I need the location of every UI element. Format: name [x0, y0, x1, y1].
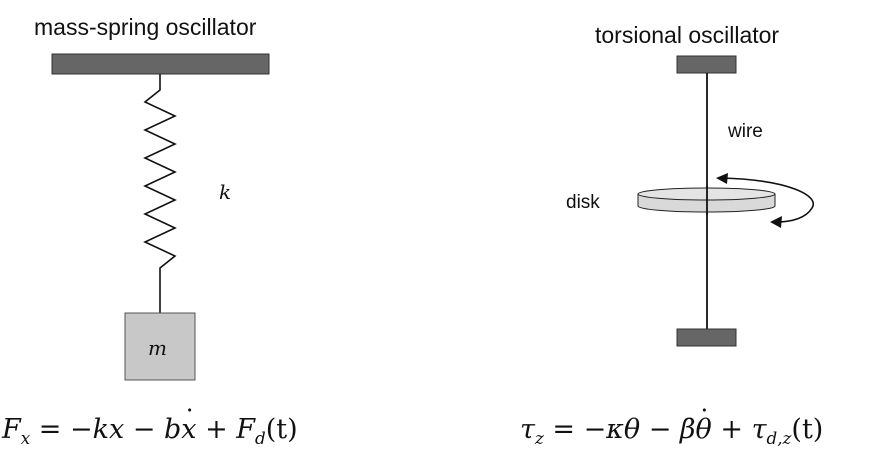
mass-block [124, 312, 196, 381]
bottom-clamp [676, 328, 737, 347]
spring [143, 74, 177, 313]
eq-term2-arg: (t) [265, 414, 298, 445]
torsional-equation: τz = −κθ − βθ + τd,z(t) [520, 414, 823, 448]
torsional-title: torsional oscillator [595, 22, 780, 48]
top-clamp [676, 55, 737, 74]
eq-lhs: F [2, 414, 21, 445]
teq-term2-sub: d,z [766, 427, 792, 448]
wire-label: wire [728, 121, 763, 142]
eq-term2: + F [196, 414, 256, 445]
teq-term2-arg: (t) [791, 414, 824, 445]
eq-sign: = [30, 414, 70, 445]
teq-sign: = [543, 414, 584, 445]
mass-label: m [148, 336, 167, 360]
rotation-arrowhead-top [716, 173, 728, 184]
teq-lhs: τ [520, 414, 535, 445]
teq-term1: −κθ − β [583, 414, 696, 445]
rotation-arrow [721, 177, 815, 223]
rotation-arrowhead-bottom [770, 216, 782, 228]
teq-term2: + τ [711, 414, 767, 445]
eq-dot-var: x [181, 414, 196, 445]
mass-spring-equation: Fx = −kx − bx + Fd(t) [2, 414, 298, 448]
mass-spring-title: mass-spring oscillator [34, 14, 257, 40]
eq-term1: −kx − b [69, 414, 182, 445]
disk-label: disk [566, 192, 600, 213]
teq-lhs-sub: z [534, 427, 544, 448]
ceiling-support [51, 53, 270, 75]
eq-lhs-sub: x [20, 427, 31, 448]
teq-dot-var: θ [696, 414, 712, 445]
spring-constant-label: k [219, 180, 232, 204]
eq-term2-sub: d [255, 427, 266, 448]
